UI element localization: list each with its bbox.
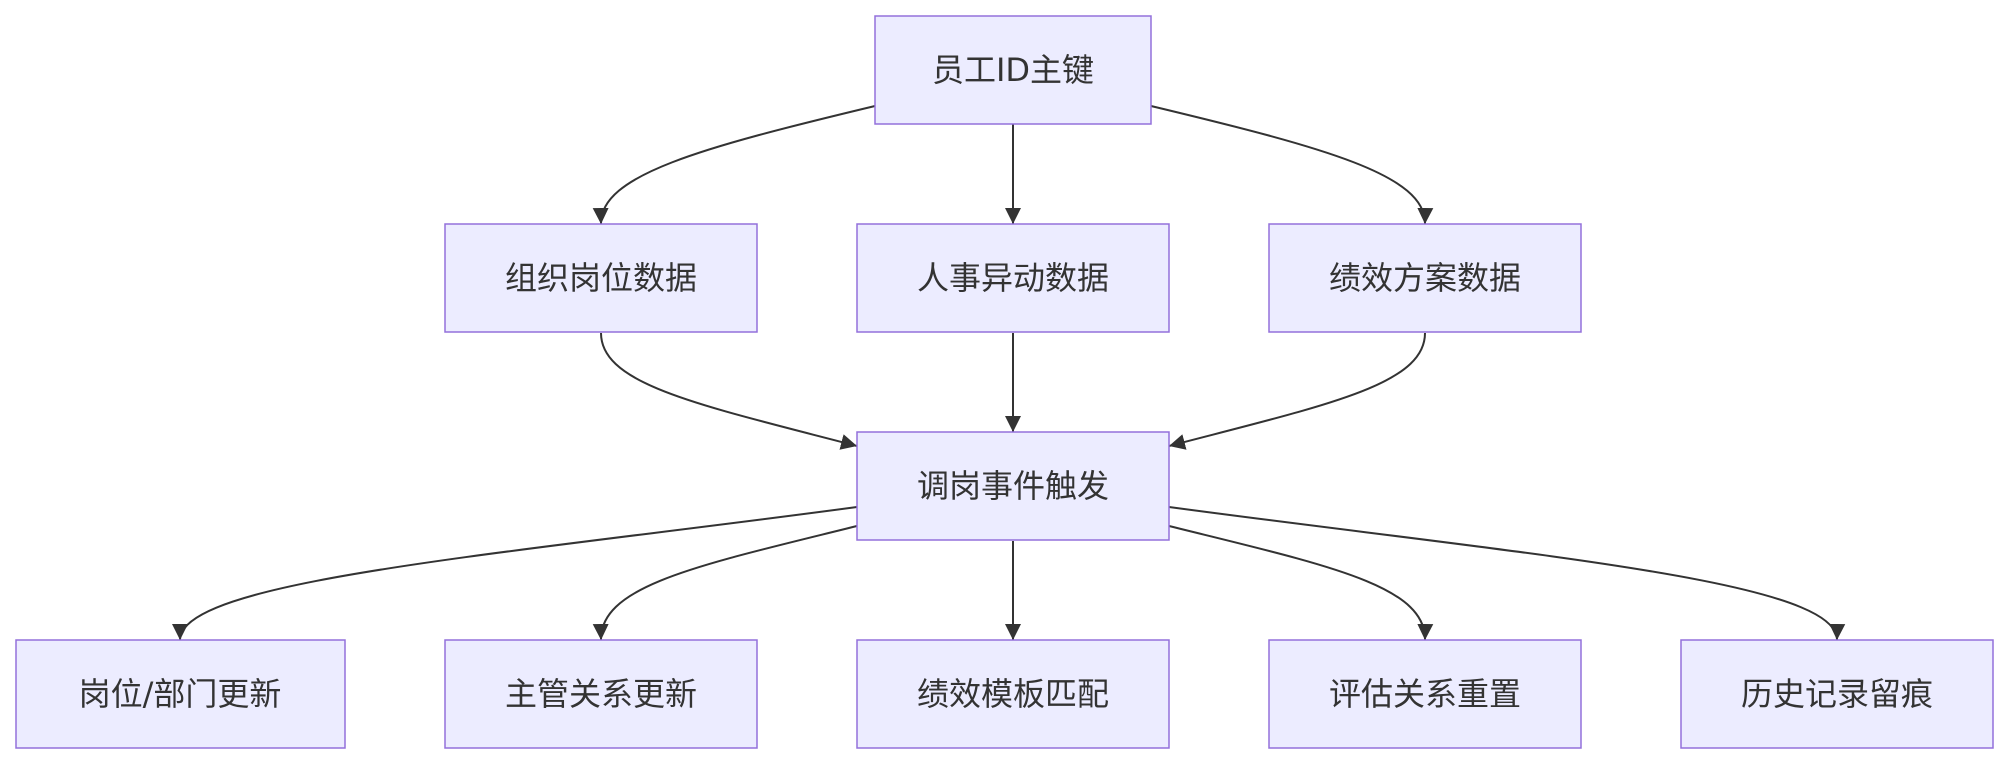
node-label: 人事异动数据 (917, 259, 1109, 297)
edge-transfer-event-to-history-trace (1168, 506, 1846, 641)
node-label: 绩效方案数据 (1329, 259, 1521, 297)
node-performance-plan: 绩效方案数据 (1268, 223, 1582, 333)
edge-employee-id-to-performance-plan (1150, 105, 1434, 225)
node-box (1680, 639, 1994, 749)
edges (172, 105, 1846, 641)
node-employee-id: 员工ID主键 (874, 15, 1152, 125)
edge-transfer-event-to-position-dept-update (172, 506, 858, 641)
node-box (1268, 223, 1582, 333)
node-org-position: 组织岗位数据 (444, 223, 758, 333)
node-label: 历史记录留痕 (1741, 675, 1933, 713)
node-box (444, 639, 758, 749)
node-transfer-event: 调岗事件触发 (856, 431, 1170, 541)
node-supervisor-update: 主管关系更新 (444, 639, 758, 749)
node-box (15, 639, 346, 749)
edge-transfer-event-to-supervisor-update (592, 525, 858, 641)
node-label: 员工ID主键 (932, 51, 1094, 89)
node-box (444, 223, 758, 333)
node-label: 岗位/部门更新 (79, 675, 282, 713)
node-label: 调岗事件触发 (917, 467, 1109, 505)
node-personnel-change: 人事异动数据 (856, 223, 1170, 333)
edge-org-position-to-transfer-event (600, 332, 858, 450)
node-label: 绩效模板匹配 (917, 675, 1109, 713)
edge-employee-id-to-org-position (592, 105, 876, 225)
edge-transfer-event-to-evaluation-reset (1168, 525, 1434, 641)
node-template-match: 绩效模板匹配 (856, 639, 1170, 749)
node-box (856, 431, 1170, 541)
node-label: 组织岗位数据 (505, 259, 697, 297)
node-box (856, 223, 1170, 333)
node-label: 主管关系更新 (505, 675, 697, 713)
nodes: 员工ID主键 组织岗位数据 人事异动数据 绩效方案数据 调岗事件触发 岗位/部门… (15, 15, 1994, 749)
edge-performance-plan-to-transfer-event (1168, 332, 1426, 450)
node-box (874, 15, 1152, 125)
node-label: 评估关系重置 (1329, 675, 1521, 713)
node-evaluation-reset: 评估关系重置 (1268, 639, 1582, 749)
node-box (1268, 639, 1582, 749)
node-position-dept-update: 岗位/部门更新 (15, 639, 346, 749)
node-history-trace: 历史记录留痕 (1680, 639, 1994, 749)
node-box (856, 639, 1170, 749)
